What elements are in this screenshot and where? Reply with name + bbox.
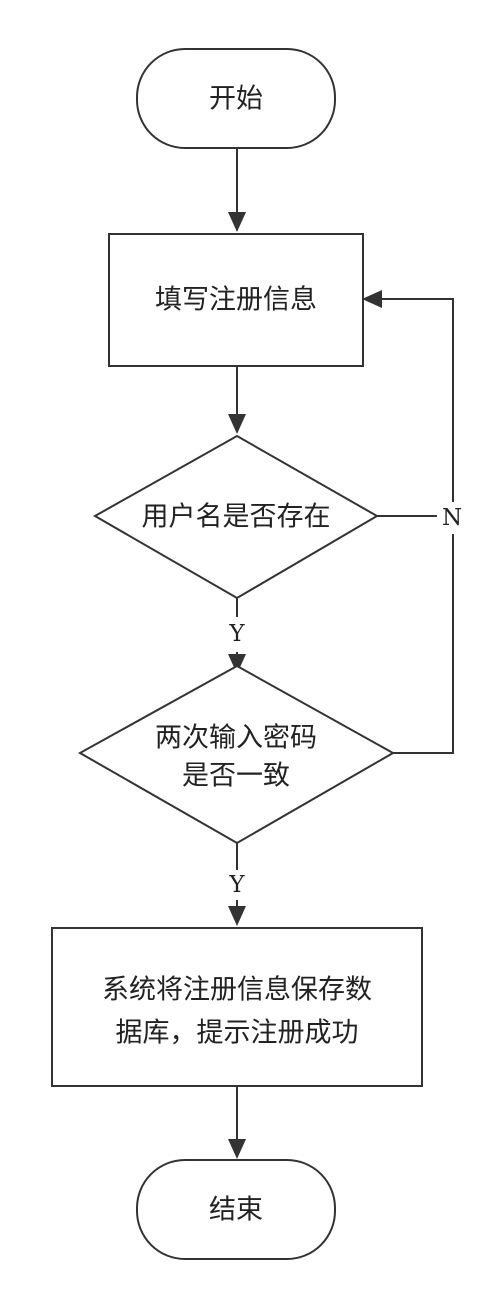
username-exists-decision: [92, 434, 379, 600]
password-match-label-line1: 两次输入密码: [155, 723, 317, 754]
end-terminator: [136, 1159, 336, 1260]
save-process: [51, 927, 423, 1087]
edge-password-no-branch: [393, 534, 454, 754]
arrowhead-password-to-save: [228, 906, 246, 926]
end-label: 结束: [209, 1195, 263, 1226]
yes-label-username: Y: [228, 621, 245, 647]
start-terminator: [136, 48, 336, 149]
arrowhead-fill-to-username-check: [228, 414, 246, 434]
arrowhead-username-to-password: [228, 654, 246, 674]
save-label-line1: 系统将注册信息保存数: [102, 975, 372, 1006]
arrowhead-start-to-fill: [228, 212, 246, 232]
fill-info-process: [108, 233, 364, 367]
username-exists-label: 用户名是否存在: [142, 502, 331, 533]
arrowhead-save-to-end: [228, 1139, 246, 1159]
save-label-line2: 据库，提示注册成功: [116, 1018, 359, 1049]
edge-loop-back: [382, 298, 454, 502]
fill-info-label: 填写注册信息: [155, 285, 317, 316]
start-label: 开始: [209, 84, 263, 115]
no-label-loop: N: [442, 505, 462, 531]
password-match-decision: [77, 664, 396, 845]
password-match-label-line2: 是否一致: [182, 761, 290, 792]
arrowhead-loop-back: [362, 290, 382, 308]
yes-label-password: Y: [228, 872, 245, 898]
